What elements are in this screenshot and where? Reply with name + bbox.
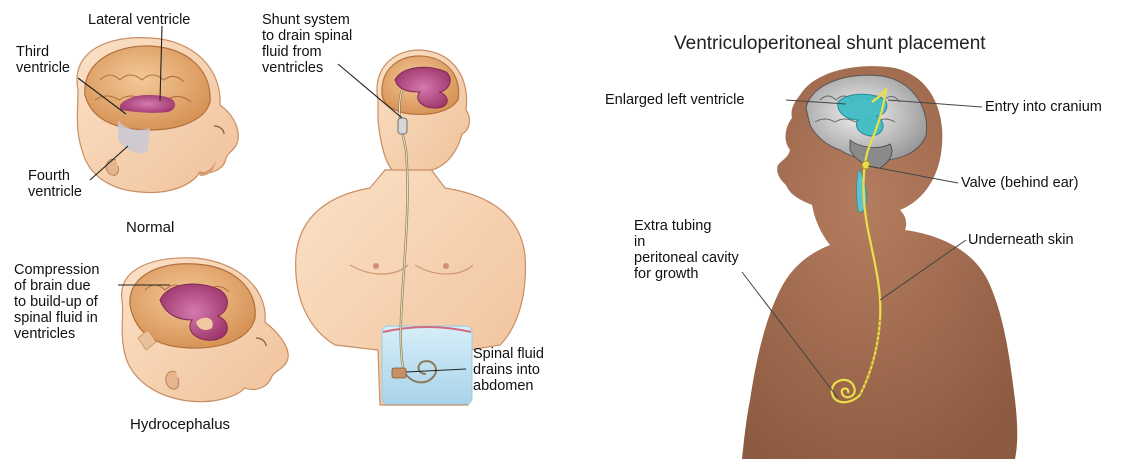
child-silhouette-illustration — [742, 66, 1017, 459]
diagram-title: Ventriculoperitoneal shunt placement — [674, 33, 986, 55]
label-enlarged-left-ventricle: Enlarged left ventricle — [605, 92, 744, 108]
label-spinal-fluid: Spinal fluid drains into abdomen — [473, 346, 544, 394]
label-compression: Compression of brain due to build-up of … — [14, 262, 99, 342]
caption-hydrocephalus: Hydrocephalus — [130, 416, 230, 433]
label-third-ventricle: Third ventricle — [16, 44, 70, 76]
label-fourth-ventricle: Fourth ventricle — [28, 168, 82, 200]
hydrocephalus-head-illustration — [122, 258, 289, 402]
label-shunt-system: Shunt system to drain spinal fluid from … — [262, 12, 352, 76]
label-valve: Valve (behind ear) — [961, 175, 1078, 191]
label-lateral-ventricle: Lateral ventricle — [88, 12, 190, 28]
label-underneath-skin: Underneath skin — [968, 232, 1074, 248]
label-extra-tubing: Extra tubing in peritoneal cavity for gr… — [634, 218, 739, 282]
label-entry-into-cranium: Entry into cranium — [985, 99, 1102, 115]
caption-normal: Normal — [126, 219, 174, 236]
